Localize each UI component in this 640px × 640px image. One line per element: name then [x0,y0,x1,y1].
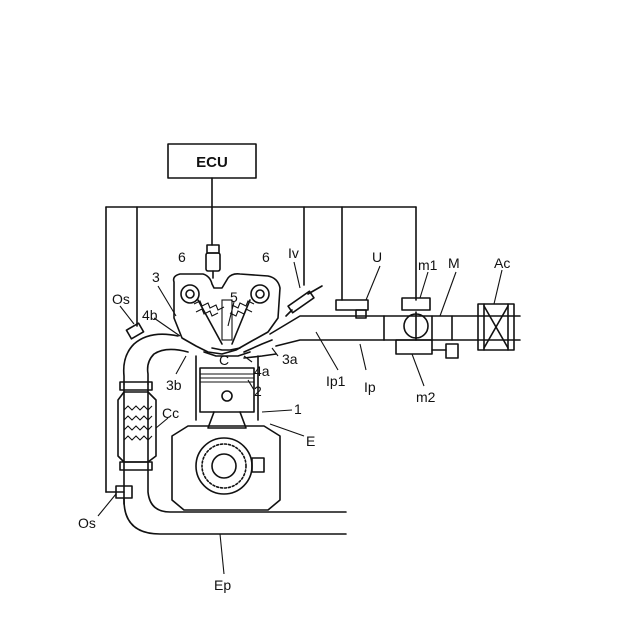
fuel-injector-iv [286,286,322,316]
label-c: C [219,352,229,368]
label-m2: m2 [416,389,436,405]
label-os-upper: Os [112,291,130,307]
label-4a: 4a [254,363,270,379]
oxygen-sensor-upper [126,323,143,339]
label-5: 5 [230,289,238,305]
air-flow-meter-m [396,298,458,358]
label-3a: 3a [282,351,298,367]
ecu-label: ECU [196,154,228,171]
label-os-lower: Os [78,515,96,531]
part-labels: Os 3 4b 3b 6 6 5 Iv C 3a 4a Ip1 Ip 2 1 C… [78,245,510,593]
label-m1: m1 [418,257,438,273]
label-u: U [372,249,382,265]
label-3: 3 [152,269,160,285]
label-6-left: 6 [178,249,186,265]
intake-pipe-ip [270,316,520,346]
label-3b: 3b [166,377,182,393]
label-2: 2 [254,383,262,399]
label-ep: Ep [214,577,231,593]
label-6-right: 6 [262,249,270,265]
label-ip1: Ip1 [326,373,346,389]
ecu-unit: ECU [168,144,256,178]
label-iv: Iv [288,245,299,261]
label-ac: Ac [494,255,510,271]
leader-lines [98,262,502,574]
label-m: M [448,255,460,271]
crankcase-e [172,426,280,510]
air-cleaner-ac [478,304,514,350]
label-ip: Ip [364,379,376,395]
label-cc: Cc [162,405,179,421]
label-4b: 4b [142,307,158,323]
spark-plug-5 [206,245,220,278]
label-e: E [306,433,315,449]
label-1: 1 [294,401,302,417]
